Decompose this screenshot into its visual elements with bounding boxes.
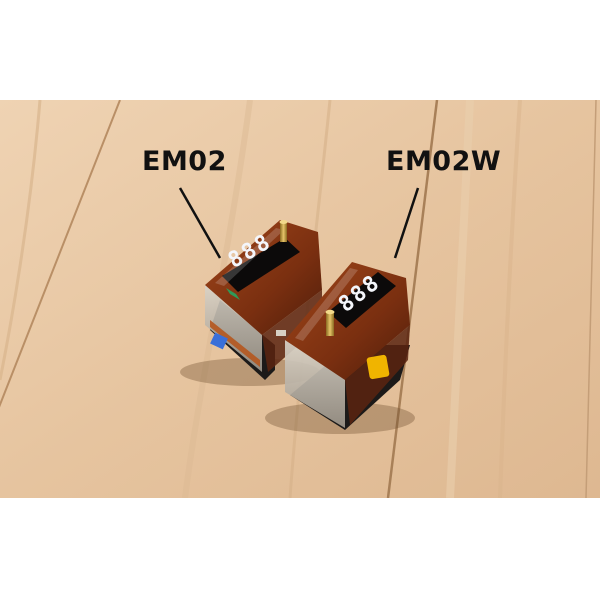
label-em02: EM02 [142, 146, 227, 177]
device-em02 [205, 220, 322, 380]
blue-dial [210, 332, 228, 350]
device-em02w [276, 262, 410, 430]
plank-seam [0, 100, 121, 408]
pointer-line-em02 [178, 187, 222, 259]
wood-grain [446, 100, 474, 498]
pointer-line-em02w [393, 187, 420, 259]
plank-seam [585, 100, 597, 498]
wood-grain [0, 100, 42, 381]
wood-grain [498, 100, 522, 498]
yellow-button [366, 354, 390, 380]
plank-seam [386, 100, 439, 498]
label-em02w: EM02W [386, 146, 502, 177]
photo [0, 100, 600, 498]
